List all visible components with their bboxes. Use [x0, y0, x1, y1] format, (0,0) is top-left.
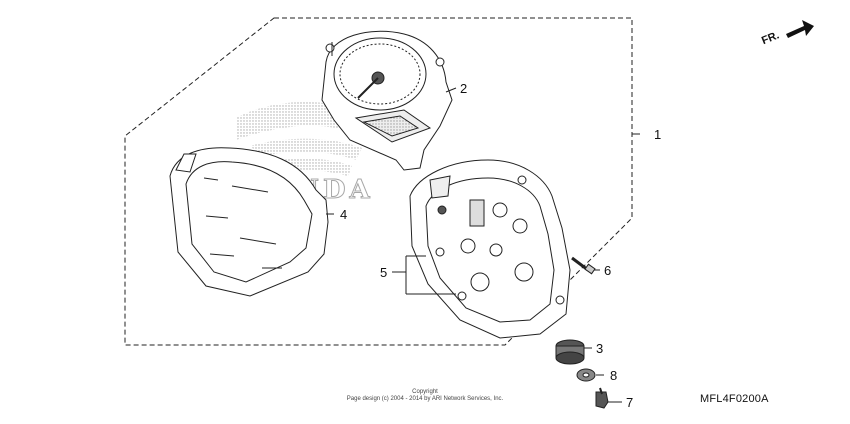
part-screw-6 [571, 256, 596, 275]
copyright-notice: Copyright Page design (c) 2004 - 2014 by… [300, 389, 550, 403]
copyright-line-2: Page design (c) 2004 - 2014 by ARI Netwo… [346, 396, 504, 402]
callout-4: 4 [340, 207, 348, 222]
callout-1: 1 [654, 127, 662, 142]
callout-5: 5 [380, 265, 388, 280]
part-grommet-3 [555, 339, 585, 365]
part-lower-case [409, 159, 571, 339]
copyright-line-1: Copyright [412, 389, 438, 395]
assembly-boundary [124, 17, 633, 346]
part-meter-unit [321, 30, 453, 171]
callout-8: 8 [610, 368, 618, 383]
callout-3: 3 [596, 341, 604, 356]
leader-lines [326, 87, 640, 403]
front-direction-arrow-icon [786, 20, 814, 38]
drawing-code: MFL4F0200A [700, 393, 769, 405]
callout-6: 6 [604, 263, 612, 278]
part-meter-cover [169, 147, 329, 297]
part-washer-8 [576, 368, 596, 382]
callout-7: 7 [626, 395, 634, 410]
part-bolt-7 [595, 387, 609, 409]
callout-2: 2 [460, 81, 468, 96]
